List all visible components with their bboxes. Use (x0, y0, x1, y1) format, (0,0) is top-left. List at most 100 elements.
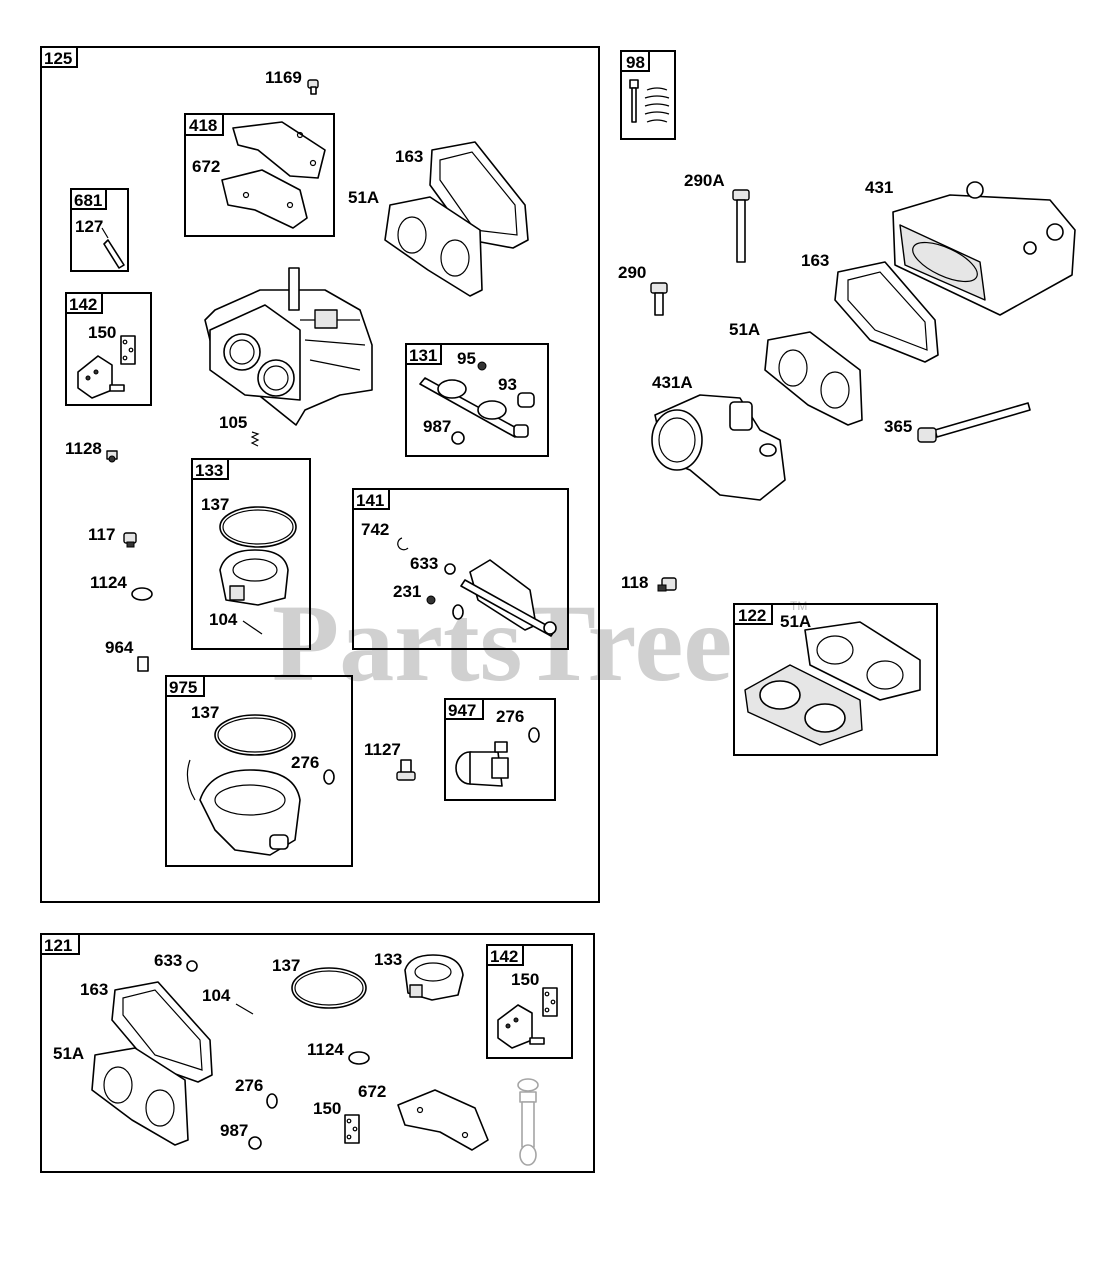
part-964-sleeve[interactable] (137, 656, 149, 672)
label-163r[interactable]: 163 (801, 251, 829, 270)
part-137-oring[interactable] (219, 506, 297, 548)
label-93[interactable]: 93 (498, 375, 517, 394)
part-290-bolt[interactable] (650, 282, 668, 316)
label-k1124[interactable]: 1124 (307, 1040, 344, 1059)
part-276-oring[interactable] (323, 769, 335, 785)
part-150-plate-kit[interactable] (542, 987, 558, 1017)
part-93-bushing[interactable] (517, 392, 535, 408)
label-k672[interactable]: 672 (358, 1082, 386, 1101)
label-k133[interactable]: 133 (374, 950, 402, 969)
label-672[interactable]: 672 (192, 157, 220, 176)
label-163[interactable]: 163 (395, 147, 423, 166)
label-290A[interactable]: 290A (684, 171, 725, 190)
label-k276[interactable]: 276 (235, 1076, 263, 1095)
label-964[interactable]: 964 (105, 638, 134, 657)
label-1128[interactable]: 1128 (65, 439, 102, 458)
label-742[interactable]: 742 (361, 520, 389, 539)
label-150[interactable]: 150 (88, 323, 116, 342)
label-k150b[interactable]: 150 (313, 1099, 341, 1118)
part-163-gasket-right[interactable] (834, 261, 939, 363)
part-1128-screw[interactable] (106, 450, 118, 463)
part-1124-washer[interactable] (131, 587, 153, 601)
part-163-gasket[interactable] (429, 141, 529, 249)
label-290[interactable]: 290 (618, 263, 646, 282)
label-127[interactable]: 127 (75, 217, 103, 236)
part-122-spacer[interactable] (744, 664, 863, 746)
label-k633[interactable]: 633 (154, 951, 182, 970)
label-231[interactable]: 231 (393, 582, 421, 601)
label-137[interactable]: 137 (201, 495, 229, 514)
part-742-clip[interactable] (397, 537, 409, 551)
part-131-shaft[interactable] (419, 377, 529, 438)
label-118[interactable]: 118 (621, 573, 648, 592)
part-418-plates[interactable] (221, 121, 326, 229)
part-51A-gasket[interactable] (384, 196, 483, 297)
part-122-gasket[interactable] (804, 621, 921, 701)
label-137b[interactable]: 137 (191, 703, 219, 722)
label-1124[interactable]: 1124 (90, 573, 127, 592)
group-975-tag: 975 (169, 678, 197, 697)
part-633-oring-kit[interactable] (186, 960, 198, 972)
part-365-bolt[interactable] (917, 402, 1031, 443)
part-1169-screw[interactable] (307, 79, 319, 95)
part-290A-bolt[interactable] (732, 189, 750, 263)
label-1127[interactable]: 1127 (364, 740, 401, 759)
part-672-plate-kit[interactable] (397, 1089, 489, 1151)
label-95[interactable]: 95 (457, 349, 476, 368)
part-133-float[interactable] (219, 549, 289, 606)
label-k163[interactable]: 163 (80, 980, 108, 999)
label-431[interactable]: 431 (865, 178, 893, 197)
part-104-pin[interactable] (242, 620, 263, 635)
part-276-oring-kit[interactable] (266, 1093, 278, 1109)
part-137-oring-975[interactable] (214, 714, 296, 756)
part-98-screw-spring[interactable] (629, 79, 670, 123)
part-141-shaft[interactable] (452, 559, 557, 637)
label-k104[interactable]: 104 (202, 986, 231, 1005)
part-95-screw[interactable] (477, 361, 487, 371)
part-276-oring-947[interactable] (528, 727, 540, 743)
label-51A[interactable]: 51A (348, 188, 379, 207)
part-51A-gasket-right[interactable] (764, 331, 863, 426)
part-118-plug[interactable] (657, 577, 677, 592)
part-142-solenoid[interactable] (77, 355, 125, 399)
label-987[interactable]: 987 (423, 417, 451, 436)
part-987-oring-kit[interactable] (248, 1136, 262, 1150)
part-150-plate[interactable] (120, 335, 136, 365)
part-431A-throttle-body[interactable] (651, 394, 786, 501)
label-51Ar[interactable]: 51A (729, 320, 760, 339)
label-k987[interactable]: 987 (220, 1121, 248, 1140)
part-127-needle[interactable] (101, 227, 125, 269)
part-431-intake[interactable] (892, 181, 1076, 316)
part-117-plug[interactable] (123, 532, 137, 548)
part-1127-screw[interactable] (396, 759, 416, 781)
part-1124-washer-kit[interactable] (348, 1051, 370, 1065)
label-k137[interactable]: 137 (272, 956, 300, 975)
label-51Ab[interactable]: 51A (780, 612, 811, 631)
part-133-float-kit[interactable] (404, 954, 464, 1001)
label-633[interactable]: 633 (410, 554, 438, 573)
label-365[interactable]: 365 (884, 417, 912, 436)
label-276[interactable]: 276 (291, 753, 319, 772)
part-104-pin-kit[interactable] (235, 1003, 254, 1015)
part-633-oring[interactable] (444, 563, 456, 575)
label-k150[interactable]: 150 (511, 970, 539, 989)
part-105-spring[interactable] (250, 431, 260, 447)
part-231-screw[interactable] (426, 595, 436, 605)
label-276b[interactable]: 276 (496, 707, 524, 726)
label-k51A[interactable]: 51A (53, 1044, 84, 1063)
part-163-gasket-kit[interactable] (111, 981, 213, 1083)
group-975-frame (165, 675, 353, 867)
part-51A-gasket-kit[interactable] (91, 1047, 189, 1146)
carburetor-body[interactable] (204, 267, 373, 426)
label-105[interactable]: 105 (219, 413, 247, 432)
label-431A[interactable]: 431A (652, 373, 693, 392)
part-987-oring[interactable] (451, 431, 465, 445)
part-142-solenoid-kit[interactable] (497, 1004, 545, 1049)
label-117[interactable]: 117 (88, 525, 115, 544)
part-150-plate-kit-2[interactable] (344, 1114, 360, 1144)
part-947-solenoid[interactable] (455, 741, 509, 787)
label-1169[interactable]: 1169 (265, 68, 302, 87)
label-104[interactable]: 104 (209, 610, 238, 629)
part-975-float-bowl[interactable] (186, 759, 301, 856)
part-137-oring-kit[interactable] (291, 967, 367, 1009)
